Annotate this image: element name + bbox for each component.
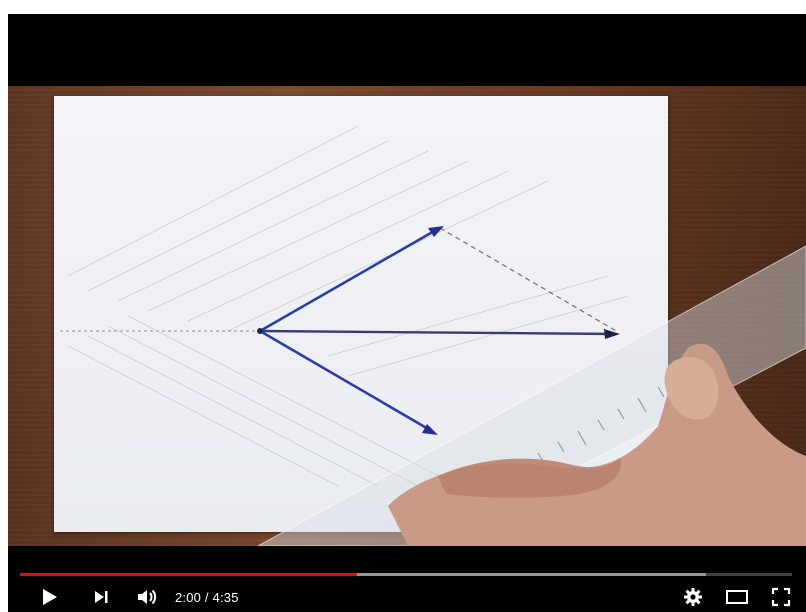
resultant-arrowhead	[604, 329, 620, 339]
player-controls: 2:00 / 4:35	[8, 546, 806, 612]
vector-diagram	[60, 125, 629, 487]
construction-lines	[67, 125, 629, 487]
video-player[interactable]: 2:00 / 4:35	[8, 14, 806, 612]
next-button[interactable]	[88, 586, 114, 608]
resultant-vector	[259, 329, 615, 336]
progress-bar[interactable]	[20, 573, 792, 576]
next-icon	[95, 591, 108, 603]
duration: 4:35	[212, 590, 239, 605]
settings-button[interactable]	[680, 586, 706, 608]
play-button[interactable]	[36, 586, 62, 608]
theater-mode-button[interactable]	[724, 586, 750, 608]
current-time: 2:00	[175, 590, 202, 605]
play-icon	[43, 589, 57, 605]
dashed-side-top	[439, 227, 619, 333]
volume-button[interactable]	[134, 586, 160, 608]
fullscreen-button[interactable]	[768, 586, 794, 608]
buffered-bar	[20, 573, 706, 576]
lower-vector	[259, 329, 431, 432]
hand	[388, 343, 806, 546]
video-frame[interactable]	[8, 86, 806, 546]
theater-mode-icon	[726, 590, 748, 604]
lower-arrowhead	[422, 424, 438, 435]
gear-icon	[684, 588, 702, 606]
time-display: 2:00 / 4:35	[175, 590, 239, 605]
upper-vector	[259, 228, 437, 333]
upper-arrowhead	[428, 226, 444, 237]
time-separator: /	[201, 590, 213, 605]
volume-icon	[138, 589, 157, 605]
origin-point	[257, 328, 263, 334]
fullscreen-icon	[771, 587, 791, 607]
played-bar	[20, 573, 357, 576]
